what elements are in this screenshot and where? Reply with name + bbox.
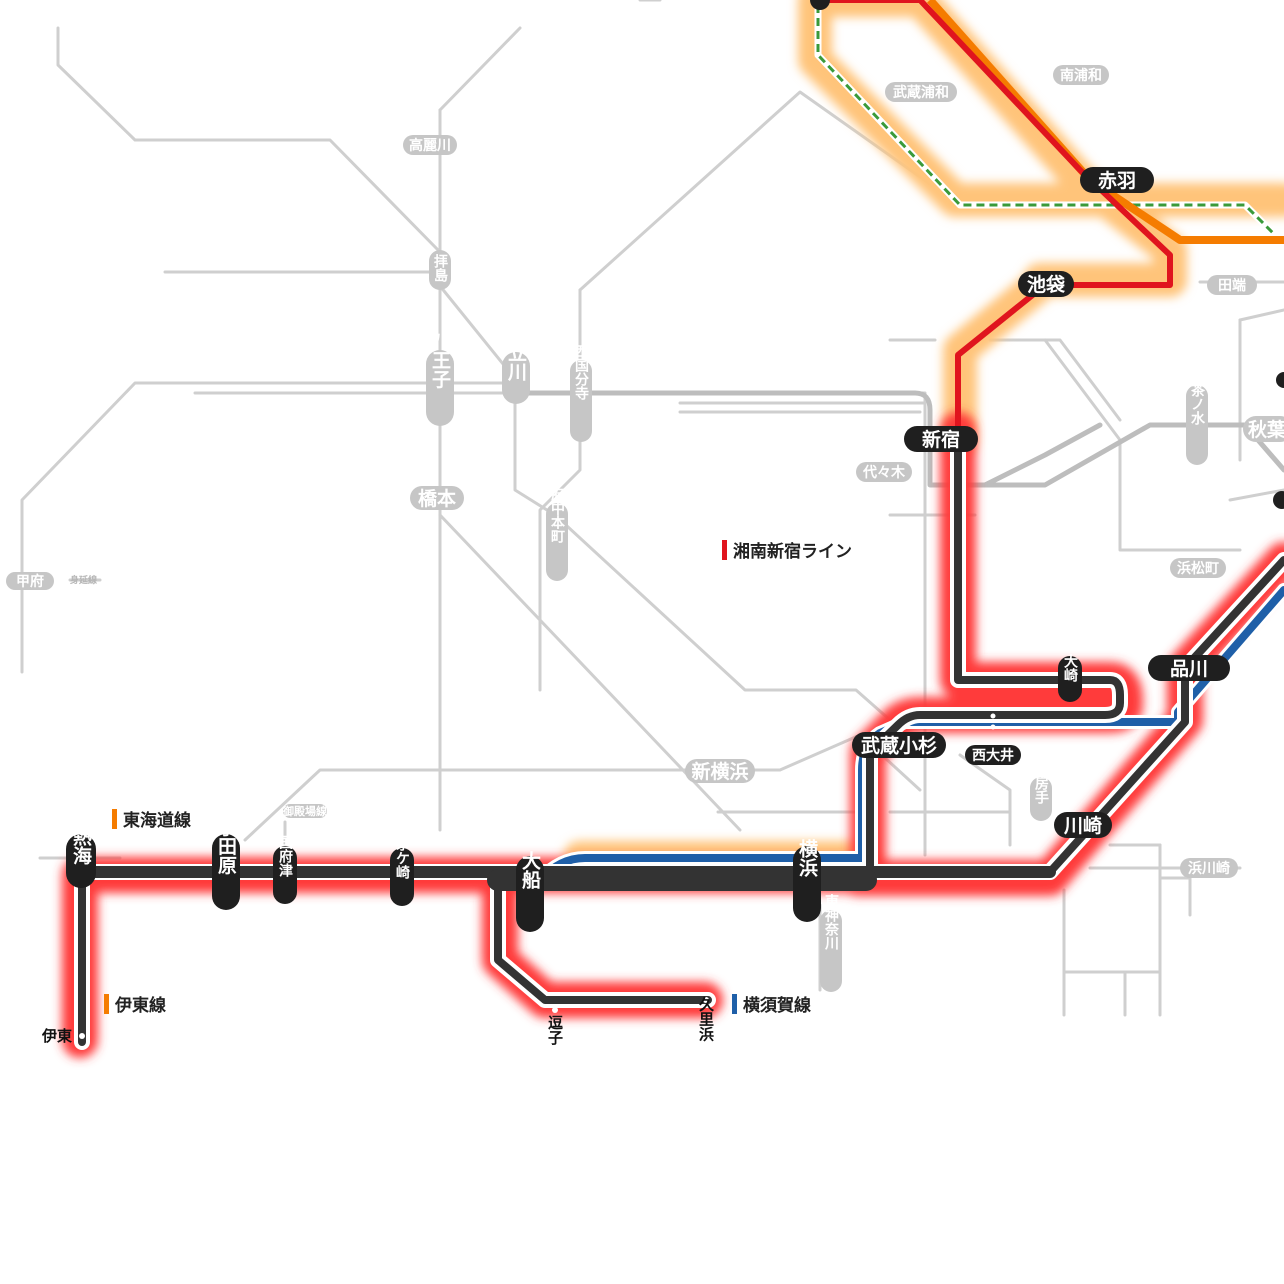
legend: 湘南新宿ライン 東海道線 伊東線 横須賀線 bbox=[104, 540, 852, 1016]
station-yokohama: 横浜 bbox=[796, 838, 818, 878]
station-ito: 伊東 bbox=[41, 1027, 72, 1045]
station-hamamatsucho: 浜松町 bbox=[1177, 560, 1219, 577]
line-minobu: 身延線 bbox=[70, 574, 97, 586]
station-tachikawa: 立川 bbox=[505, 342, 528, 382]
legend-yokosuka: 横須賀線 bbox=[743, 995, 811, 1016]
station-tabata: 田端 bbox=[1218, 277, 1246, 294]
main-station-labels: 赤羽 池袋 新宿 大崎 品川 武蔵小杉 西大井 川崎 横浜 大船 茅ケ崎 国府津… bbox=[41, 0, 1230, 1046]
legend-ito: 伊東線 bbox=[114, 995, 166, 1016]
station-musashiurawa: 武蔵浦和 bbox=[893, 84, 949, 101]
utsunomiya-orange-line bbox=[927, 0, 1284, 244]
station-hashimoto: 橋本 bbox=[418, 487, 456, 510]
station-osaki: 大崎 bbox=[1062, 653, 1078, 683]
station-kozu: 国府津 bbox=[277, 835, 293, 878]
legend-tokaido: 東海道線 bbox=[123, 810, 191, 831]
station-zushi: 逗子 bbox=[546, 1015, 564, 1046]
station-atami: 熱海 bbox=[70, 826, 92, 865]
station-minamiurawa: 南浦和 bbox=[1060, 67, 1102, 84]
other-station-labels: 南浦和 武蔵浦和 高麗川 拝島 八王子 立川 西国分寺 橋本 府中本町 甲府 身… bbox=[6, 65, 1284, 992]
station-hamakawasaki: 浜川崎 bbox=[1188, 860, 1230, 877]
station-shinyokohama: 新横浜 bbox=[691, 760, 748, 783]
station-dots bbox=[79, 713, 996, 1039]
station-shinjuku: 新宿 bbox=[922, 428, 960, 451]
station-ochanomizu: 御茶ノ水 bbox=[1189, 368, 1206, 426]
chuo-line bbox=[517, 390, 1284, 488]
edge-pills bbox=[1273, 372, 1284, 509]
station-musashikosugi: 武蔵小杉 bbox=[861, 734, 937, 757]
station-kawasaki: 川崎 bbox=[1063, 814, 1102, 837]
station-akabane: 赤羽 bbox=[1098, 170, 1136, 192]
station-kofu: 甲府 bbox=[16, 573, 44, 590]
station-yoyogi: 代々木 bbox=[862, 464, 906, 481]
station-nishioi: 西大井 bbox=[972, 747, 1014, 764]
station-odawara: 小田原 bbox=[215, 817, 237, 875]
station-fuchuhonmachi: 府中本町 bbox=[549, 486, 565, 544]
line-gotemba: 御殿場線 bbox=[282, 804, 327, 818]
takasaki-line-dash bbox=[816, 5, 1277, 237]
station-chigasaki: 茅ケ崎 bbox=[394, 836, 410, 880]
station-takahagi: 高麗川 bbox=[409, 137, 451, 154]
station-bomon: 房手 bbox=[1033, 775, 1049, 805]
station-ofuna: 大船 bbox=[519, 850, 541, 890]
station-kurihama: 久里浜 bbox=[697, 996, 715, 1043]
station-hachioji: 八王子 bbox=[429, 332, 451, 389]
station-akihabara: 秋葉 bbox=[1248, 418, 1284, 441]
shonan-shinjuku-red-line bbox=[818, 0, 1173, 440]
legend-shonan-shinjuku: 湘南新宿ライン bbox=[733, 541, 852, 562]
station-higashikanagawa: 東神奈川 bbox=[823, 893, 840, 950]
main-track bbox=[74, 437, 1284, 1050]
highlight-red bbox=[62, 412, 1284, 1058]
station-shinagawa: 品川 bbox=[1170, 658, 1208, 680]
station-ikebukuro: 池袋 bbox=[1027, 273, 1066, 296]
station-nishikokubunji: 西国分寺 bbox=[573, 344, 589, 401]
station-haijima: 拝島 bbox=[432, 253, 448, 283]
